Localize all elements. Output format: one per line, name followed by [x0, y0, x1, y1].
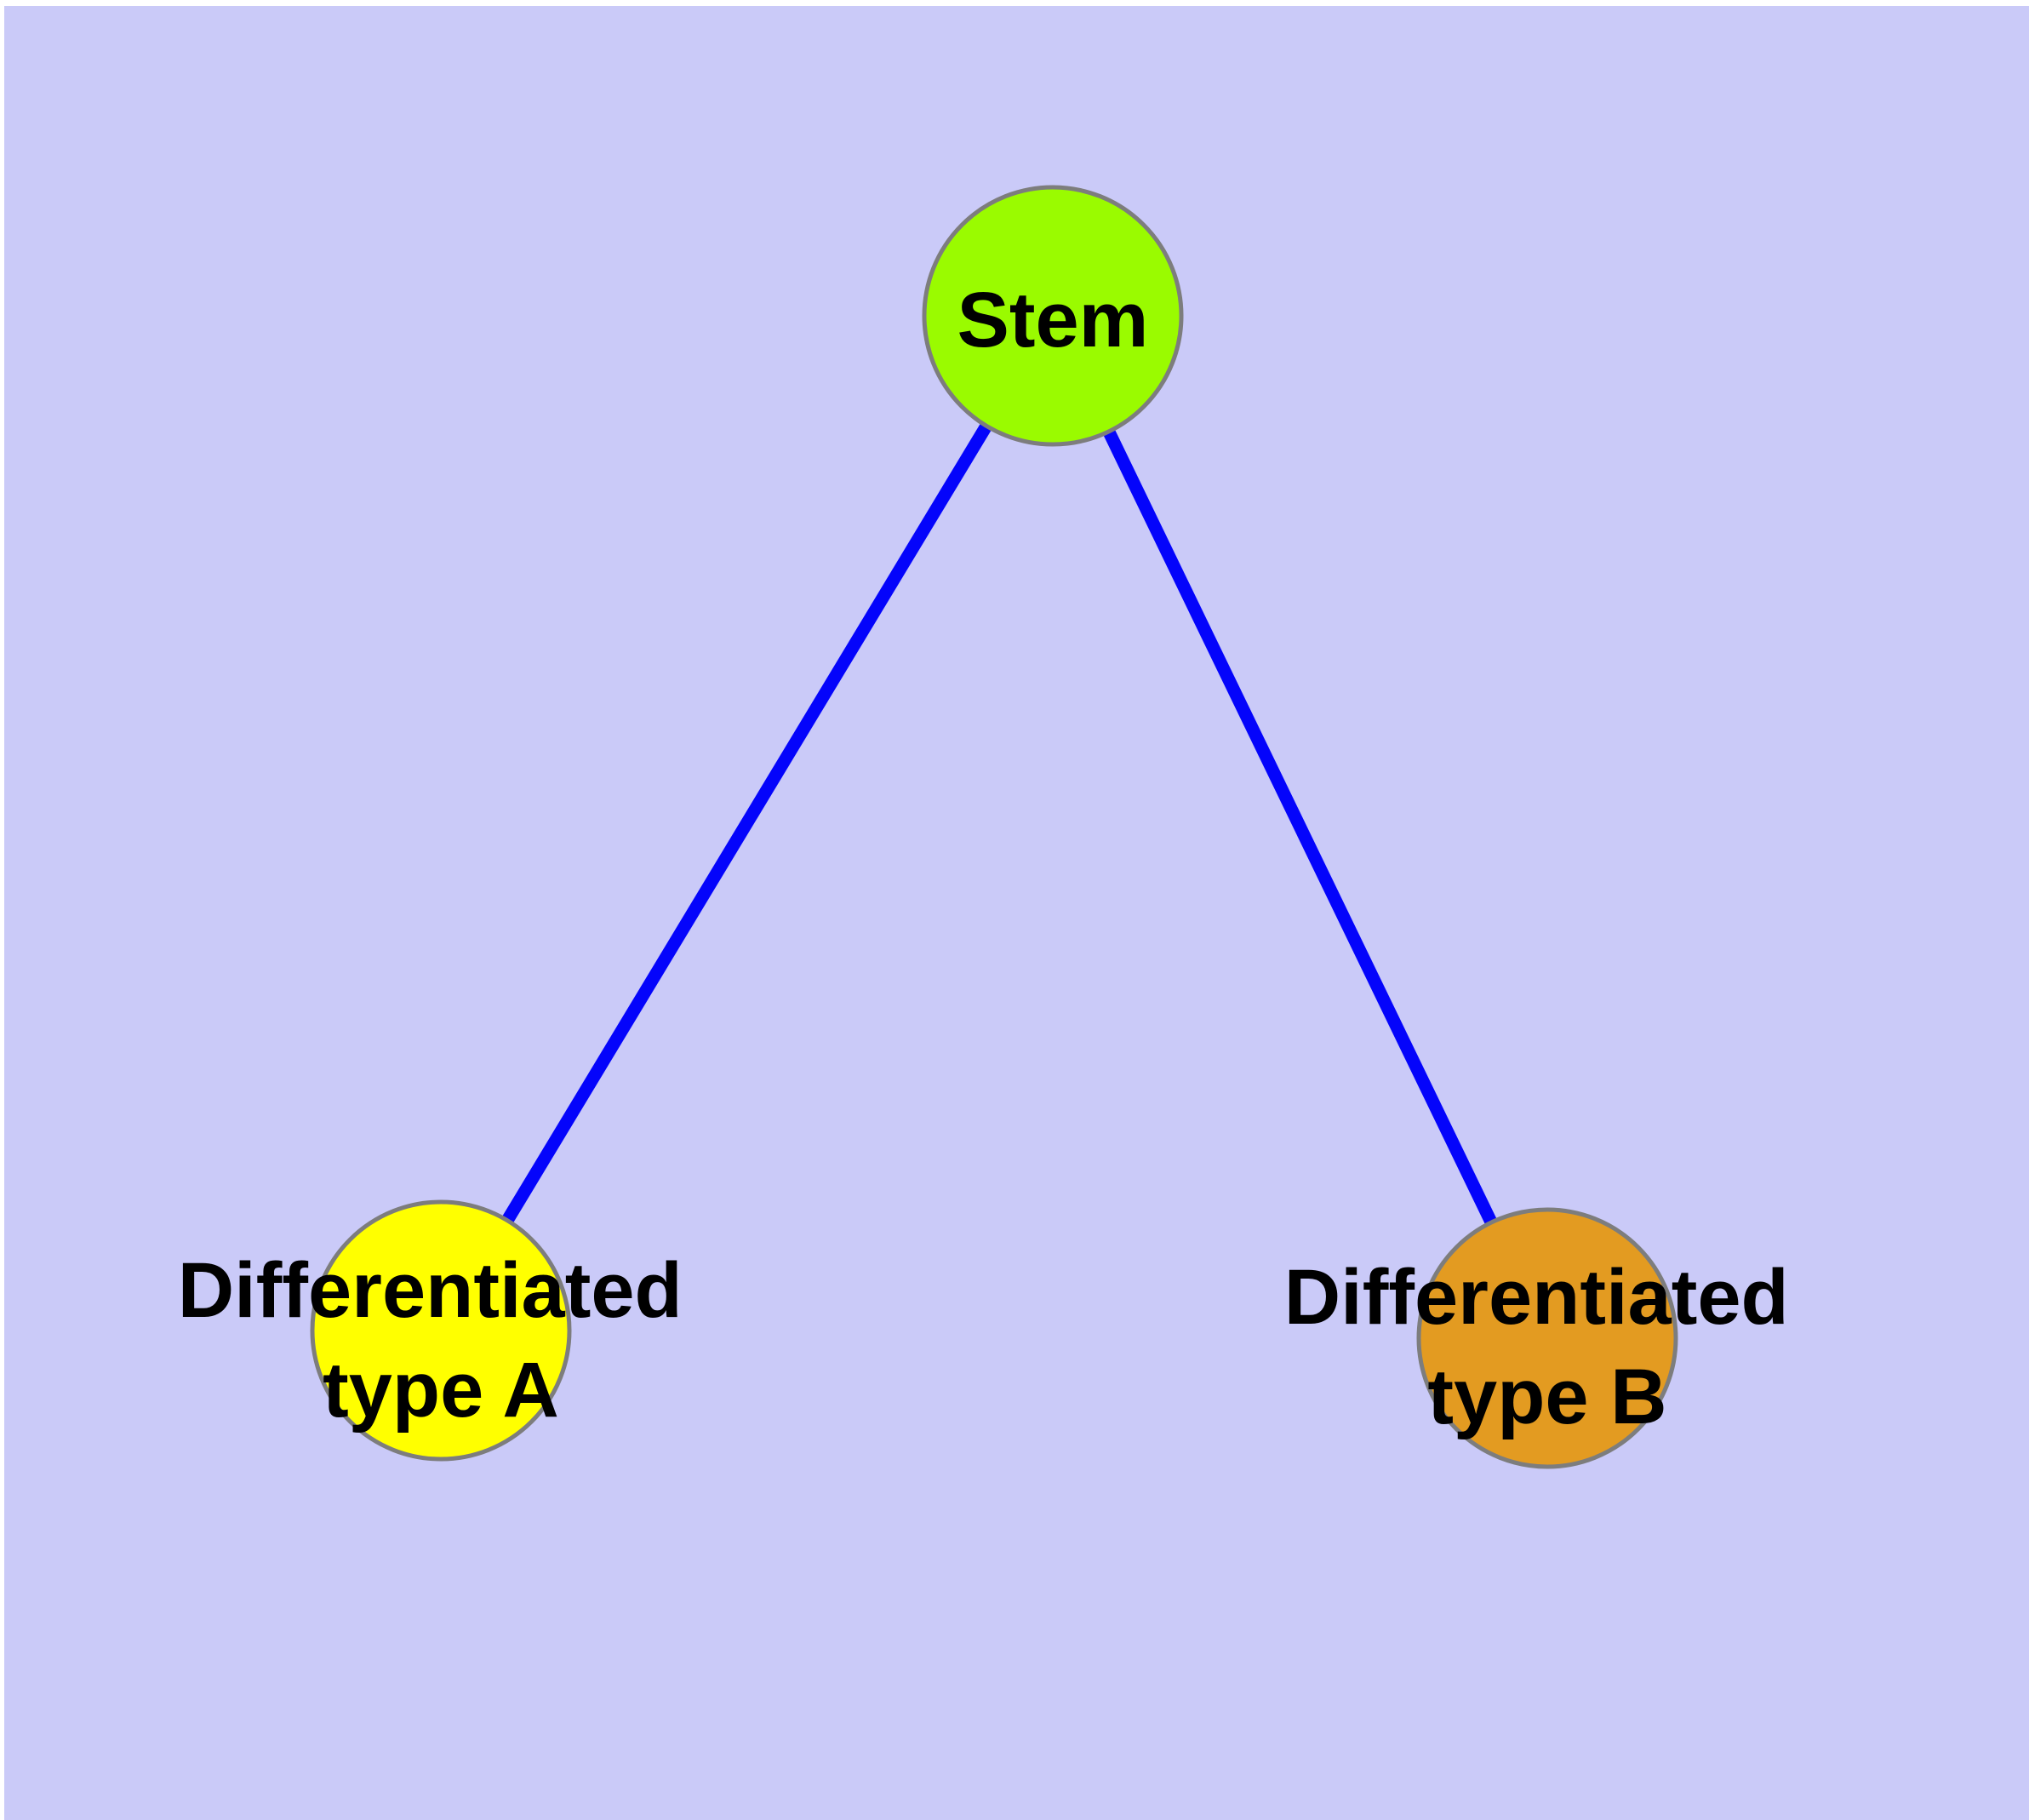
node-differentiated-type-b-label-line2: type B: [1427, 1354, 1666, 1440]
node-differentiated-type-a-label-line1: Differentiated: [178, 1247, 683, 1334]
node-differentiated-type-a: Differentiated type A: [178, 1199, 705, 1462]
node-differentiated-type-a-label-line2: type A: [323, 1347, 559, 1434]
node-differentiated-type-b-circle: [1416, 1207, 1678, 1469]
node-stem-label: Stem: [957, 277, 1149, 363]
node-stem-circle: [922, 185, 1184, 447]
edge-stem-to-type-a: [435, 312, 1059, 1334]
node-differentiated-type-b-label: Differentiated type B: [1284, 1254, 1811, 1440]
node-differentiated-type-b-label-line1: Differentiated: [1284, 1254, 1789, 1341]
node-differentiated-type-a-label: Differentiated type A: [178, 1247, 705, 1434]
edge-stem-to-type-b: [1047, 312, 1553, 1342]
node-differentiated-type-a-circle: [310, 1199, 572, 1462]
node-differentiated-type-b: Differentiated type B: [1284, 1207, 1811, 1469]
node-stem: Stem: [922, 185, 1184, 447]
edge-group: [435, 312, 1553, 1342]
